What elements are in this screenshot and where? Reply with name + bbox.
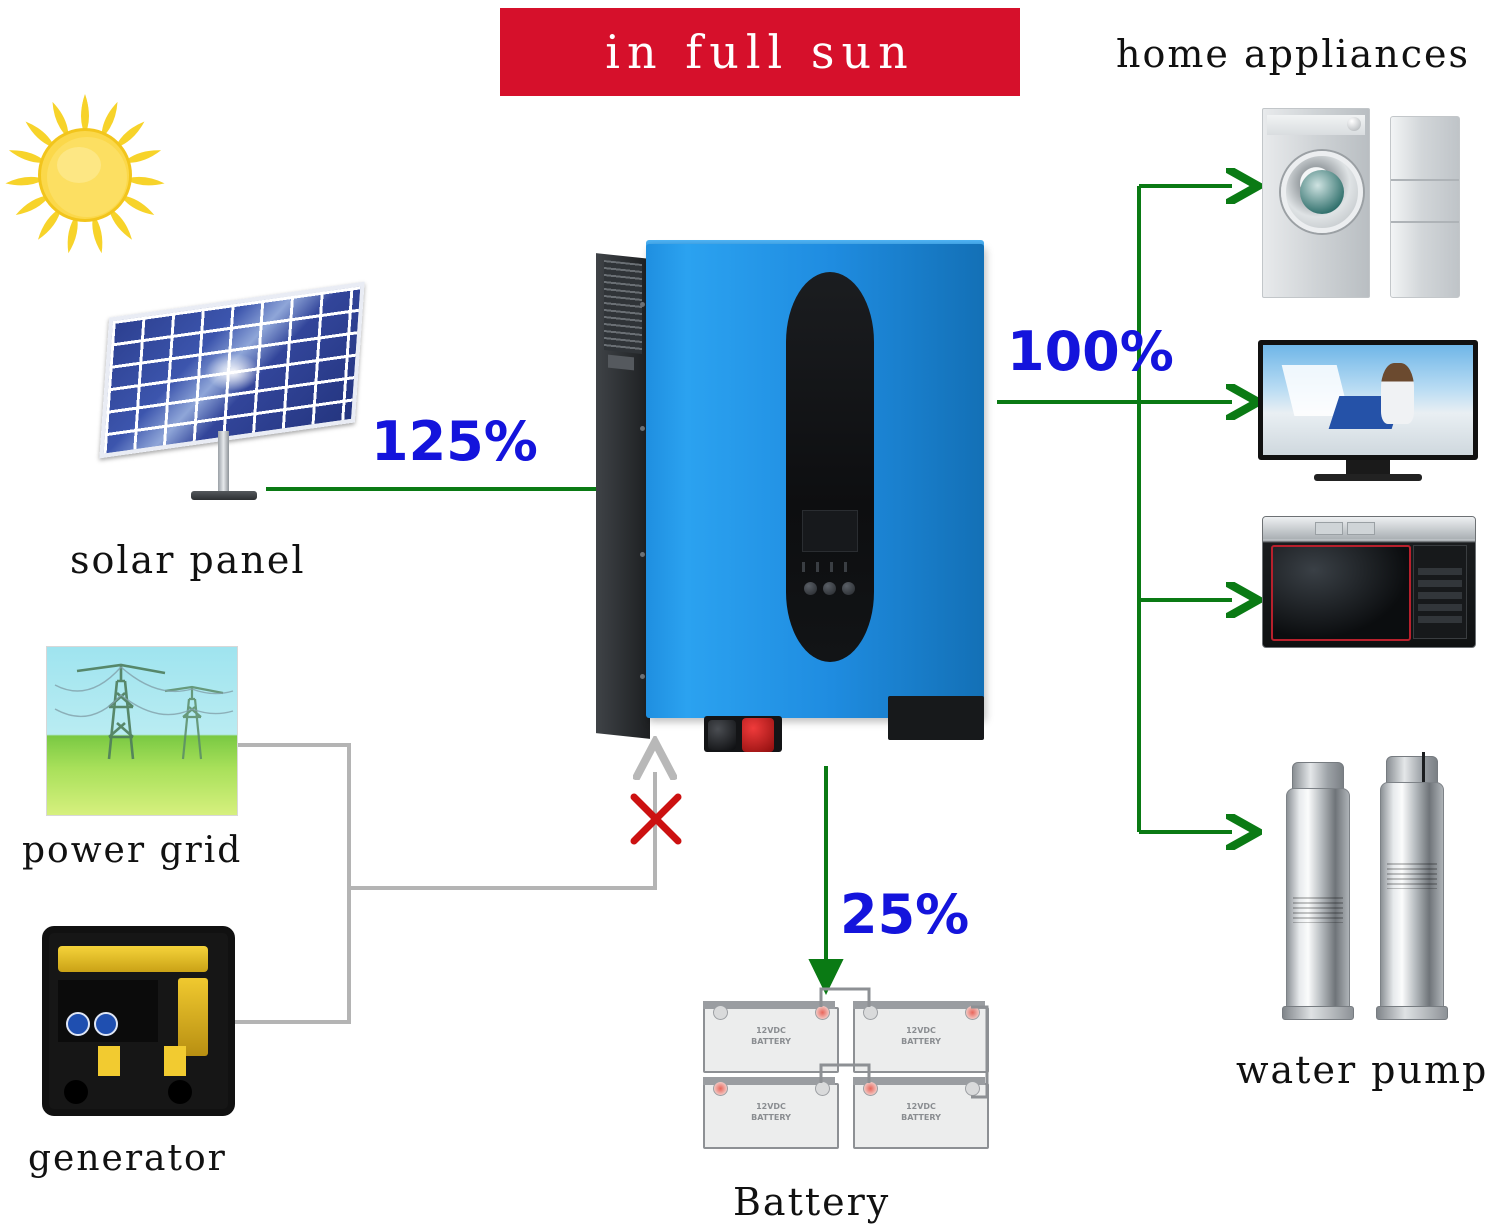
battery-cell: 12VDC BATTERY xyxy=(703,1077,839,1149)
title-banner: in full sun xyxy=(500,8,1020,96)
percent-inverter-to-loads: 100% xyxy=(1007,320,1174,383)
generator-icon xyxy=(36,922,241,1122)
television-icon xyxy=(1258,340,1478,490)
generator-label: generator xyxy=(28,1138,227,1179)
inverter-led-indicators xyxy=(802,562,858,572)
battery-cell: 12VDC BATTERY xyxy=(703,1001,839,1073)
water-pump-icon xyxy=(1282,752,1478,1040)
inverter-button-1[interactable] xyxy=(804,582,817,595)
flow-inverter-to-loads xyxy=(997,186,1232,832)
refrigerator-icon xyxy=(1390,116,1460,298)
title-text: in full sun xyxy=(605,25,915,79)
percent-solar-to-inverter: 125% xyxy=(371,410,538,473)
negative-terminal xyxy=(708,720,736,750)
inverter-button-2[interactable] xyxy=(823,582,836,595)
battery-cell-voltage: 12VDC xyxy=(756,1026,786,1035)
x-cross-icon xyxy=(630,793,682,845)
microwave-oven-icon xyxy=(1262,516,1476,648)
battery-cell-type: BATTERY xyxy=(901,1037,941,1046)
battery-bank: 12VDC BATTERY 12VDC BATTERY 12VDC BATTER… xyxy=(697,985,997,1149)
battery-cell-voltage: 12VDC xyxy=(756,1102,786,1111)
percent-inverter-to-battery: 25% xyxy=(840,883,970,946)
inverter-lcd-display xyxy=(802,510,858,552)
battery-cell: 12VDC BATTERY xyxy=(853,1001,989,1073)
battery-cell-type: BATTERY xyxy=(751,1037,791,1046)
solar-panel-label: solar panel xyxy=(70,538,306,582)
home-appliances-label: home appliances xyxy=(1116,32,1470,76)
battery-cell-voltage: 12VDC xyxy=(906,1102,936,1111)
water-pump-label: water pump xyxy=(1236,1048,1489,1092)
battery-cell: 12VDC BATTERY xyxy=(853,1077,989,1149)
power-grid-icon xyxy=(46,646,238,816)
battery-cell-type: BATTERY xyxy=(751,1113,791,1122)
inverter-front-panel xyxy=(786,272,874,662)
inverter-button-3[interactable] xyxy=(842,582,855,595)
hybrid-solar-inverter xyxy=(596,240,996,764)
power-grid-label: power grid xyxy=(22,830,243,871)
battery-cell-type: BATTERY xyxy=(901,1113,941,1122)
washing-machine-icon xyxy=(1262,108,1370,298)
positive-terminal xyxy=(742,718,774,752)
battery-label: Battery xyxy=(733,1180,891,1224)
sun-icon xyxy=(5,94,165,254)
solar-panel-icon xyxy=(85,281,375,510)
battery-cell-voltage: 12VDC xyxy=(906,1026,936,1035)
battery-wiring xyxy=(819,987,989,1099)
flow-grid-to-inverter-disabled xyxy=(228,745,655,1024)
